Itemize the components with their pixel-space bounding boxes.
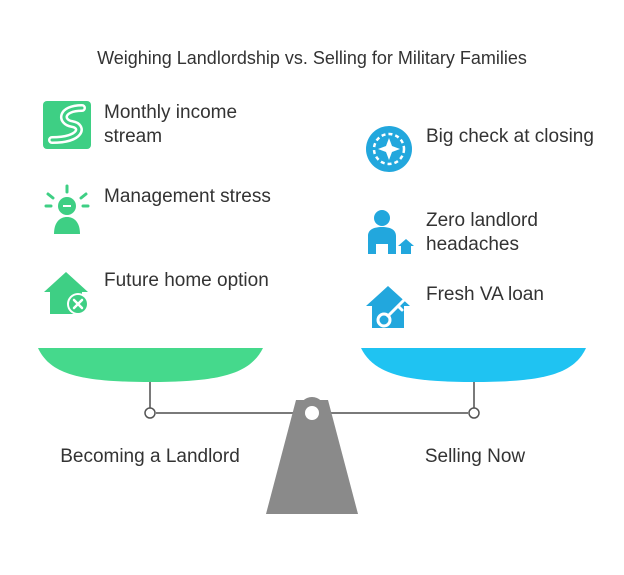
left-item-label: Management stress xyxy=(104,186,271,207)
scale-stand xyxy=(266,400,358,514)
stressed-person-icon xyxy=(44,184,90,234)
right-item-zero-headaches: Zero landlord headaches xyxy=(364,208,596,258)
left-pan-label: Becoming a Landlord xyxy=(60,446,240,467)
right-item-label: Zero landlord headaches xyxy=(426,210,538,255)
right-pivot xyxy=(468,407,480,419)
house-x-icon xyxy=(44,272,89,315)
person-house-icon xyxy=(368,210,414,254)
left-item-label: Monthly income stream xyxy=(104,102,238,147)
right-pan xyxy=(361,348,586,382)
center-pivot xyxy=(305,406,319,420)
left-item-label: Future home option xyxy=(104,270,269,291)
left-pan xyxy=(38,348,263,382)
roulette-wheel-icon xyxy=(366,126,412,172)
diagram-title: Weighing Landlordship vs. Selling for Mi… xyxy=(97,48,527,68)
money-stream-icon xyxy=(43,101,91,149)
right-item-va-loan: Fresh VA loan xyxy=(364,282,596,332)
right-item-label: Fresh VA loan xyxy=(426,284,544,305)
house-key-icon xyxy=(366,286,410,328)
right-item-big-check: Big check at closing xyxy=(364,124,596,174)
right-item-label: Big check at closing xyxy=(426,126,594,147)
right-pan-label: Selling Now xyxy=(424,446,526,467)
left-pivot xyxy=(144,407,156,419)
left-item-income: Monthly income stream xyxy=(42,100,274,150)
left-item-stress: Management stress xyxy=(42,184,274,234)
left-item-future-home: Future home option xyxy=(42,268,274,318)
